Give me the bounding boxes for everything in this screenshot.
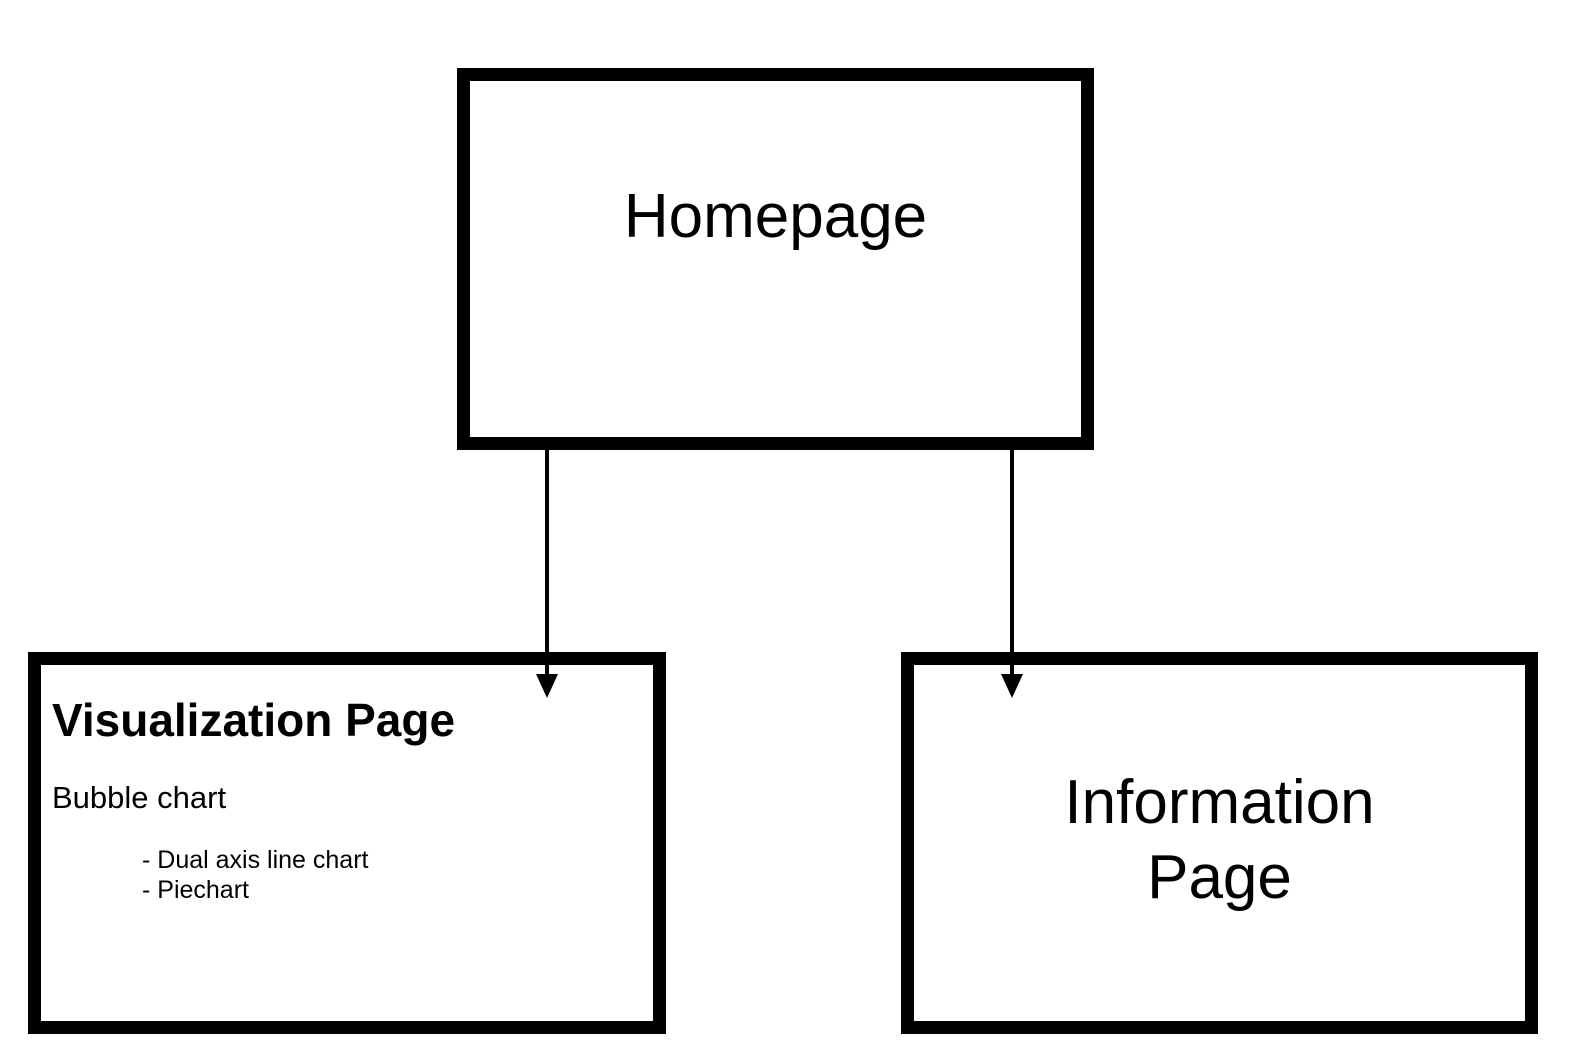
visualization-chart-list: - Dual axis line chart - Piechart xyxy=(142,845,368,905)
visualization-page-box: Visualization Page Bubble chart - Dual a… xyxy=(28,652,666,1034)
information-page-label: Information Page xyxy=(914,765,1525,915)
visualization-page-title: Visualization Page xyxy=(52,694,456,746)
homepage-label: Homepage xyxy=(623,182,928,251)
homepage-box: Homepage xyxy=(457,68,1094,450)
information-page-label-line2: Page xyxy=(1147,843,1292,912)
visualization-chart-list-item: - Dual axis line chart xyxy=(142,846,369,874)
visualization-page-subtitle: Bubble chart xyxy=(52,780,227,815)
information-page-box: Information Page xyxy=(901,652,1538,1034)
information-page-label-line1: Information xyxy=(1064,768,1375,837)
visualization-chart-list-item: - Piechart xyxy=(142,876,249,904)
